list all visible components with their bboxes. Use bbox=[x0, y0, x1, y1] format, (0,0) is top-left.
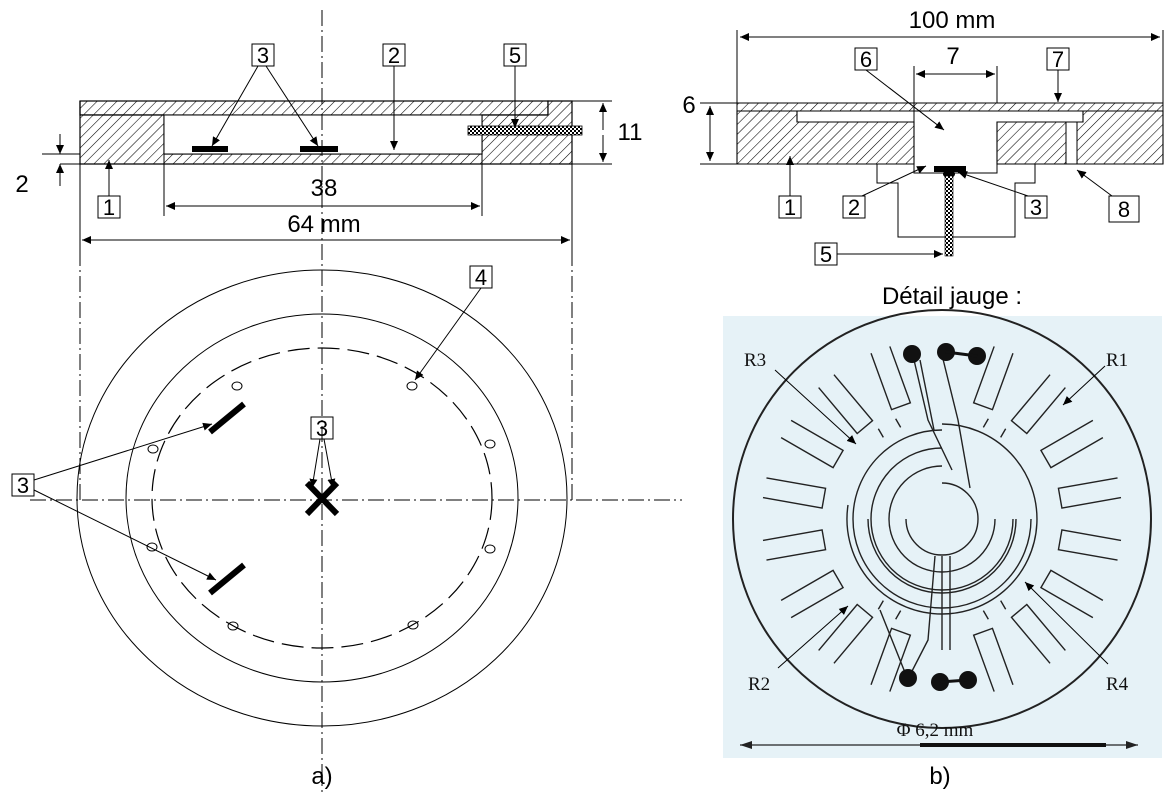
label-a-3-center: 3 bbox=[316, 416, 328, 441]
membrane-plate bbox=[736, 102, 1164, 112]
inner-circle bbox=[125, 313, 519, 683]
label-a-2: 2 bbox=[388, 43, 400, 68]
hole-circle bbox=[151, 347, 493, 649]
panel-a-section: 3 2 5 1 2 11 38 bbox=[15, 43, 642, 250]
label-b-8: 8 bbox=[1118, 197, 1130, 222]
caption-a: a) bbox=[311, 763, 332, 790]
dim-b-100mm: 100 mm bbox=[909, 7, 996, 34]
gauge-outline bbox=[732, 309, 1152, 729]
caption-b: b) bbox=[929, 763, 950, 790]
gauge-detail-title: Détail jauge : bbox=[882, 283, 1022, 310]
label-a-5: 5 bbox=[509, 43, 521, 68]
resistor-r3: R3 bbox=[744, 350, 766, 371]
body-b bbox=[736, 110, 915, 165]
gauge-grid-loops bbox=[762, 346, 1122, 692]
label-b-5: 5 bbox=[820, 242, 832, 267]
gauge-diameter: Φ 6,2 mm bbox=[897, 720, 974, 741]
gauge-top-upper bbox=[208, 401, 246, 435]
resistor-r4: R4 bbox=[1106, 674, 1129, 695]
connector-b bbox=[944, 175, 954, 257]
label-b-2: 2 bbox=[848, 195, 860, 220]
panel-a-top-view: 4 3 3 a) bbox=[11, 10, 682, 792]
dim-a-64mm: 64 mm bbox=[287, 211, 360, 238]
dim-b-6: 6 bbox=[682, 92, 695, 119]
gauge-pattern bbox=[846, 354, 1038, 676]
label-a-3-left: 3 bbox=[17, 473, 29, 498]
connector-pin bbox=[467, 125, 583, 136]
fixing-holes bbox=[146, 381, 496, 631]
label-b-6: 6 bbox=[860, 47, 872, 72]
label-b-3: 3 bbox=[1030, 195, 1042, 220]
label-b-7: 7 bbox=[1052, 47, 1064, 72]
body-b-right bbox=[996, 110, 1164, 165]
dim-a-38: 38 bbox=[311, 175, 338, 202]
panel-b-section: 100 mm 7 6 6 7 1 2 3 8 bbox=[682, 7, 1164, 310]
dim-a-2: 2 bbox=[15, 171, 28, 198]
label-a-1: 1 bbox=[103, 195, 115, 220]
gauge-top-center bbox=[304, 480, 340, 517]
gauge-b bbox=[934, 166, 966, 172]
dim-a-11: 11 bbox=[618, 119, 643, 146]
dim-b-7: 7 bbox=[946, 43, 959, 70]
label-a-4: 4 bbox=[475, 265, 487, 290]
gauge-section-right bbox=[300, 146, 338, 152]
gauge-detail: R3 R1 R2 R4 Φ 6,2 mm b) bbox=[723, 309, 1162, 790]
resistor-r1: R1 bbox=[1106, 350, 1128, 371]
resistor-r2: R2 bbox=[748, 674, 770, 695]
outer-circle bbox=[76, 269, 568, 727]
gauge-section-left bbox=[192, 146, 228, 152]
label-a-3-top: 3 bbox=[257, 43, 269, 68]
gauge-top-lower bbox=[208, 562, 246, 596]
cover-plate bbox=[79, 100, 549, 116]
label-b-1: 1 bbox=[784, 195, 796, 220]
